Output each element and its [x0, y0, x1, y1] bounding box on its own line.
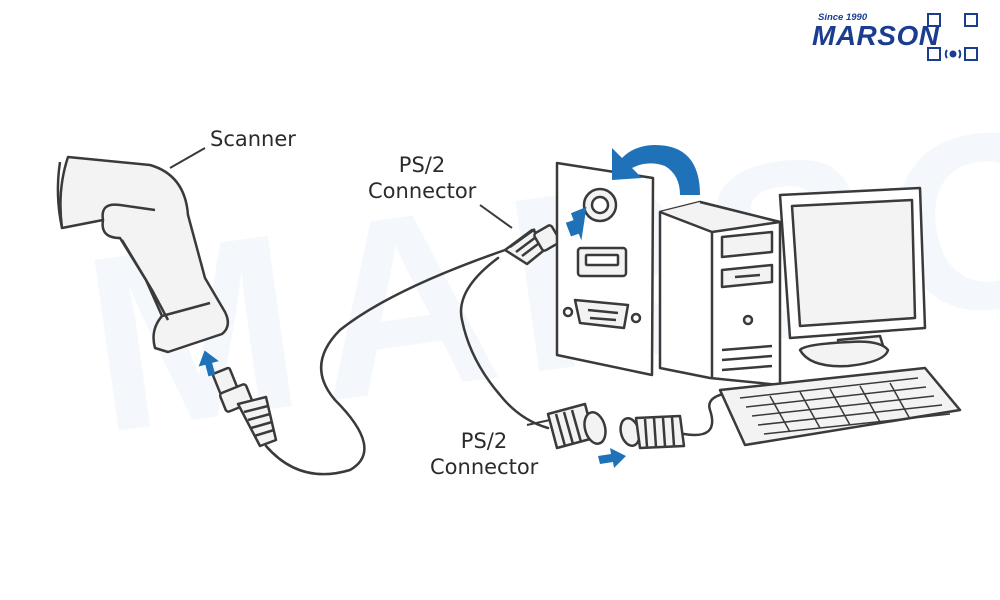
ps2-connector-bottom: [546, 402, 686, 450]
arrow-right-icon: [565, 206, 587, 241]
direction-arrows: [198, 145, 700, 468]
ps2-connector-bottom-label-line1: PS/2: [460, 429, 508, 453]
arrow-up-icon: [198, 350, 219, 377]
monitor: [778, 186, 927, 368]
ps2-connector-top: [503, 224, 561, 266]
brand-tagline: Since 1990: [818, 12, 868, 23]
scanner-illustration: [56, 155, 230, 354]
ps2-connector-top-label: PS/2 Connector: [368, 152, 476, 204]
leader-lines: [169, 147, 551, 426]
ps2-connector-bottom-label: PS/2 Connector: [430, 428, 538, 480]
io-panel: [555, 161, 655, 377]
pc-tower: [658, 200, 782, 387]
logo-icons: [927, 13, 978, 61]
rotate-arrow-icon: [612, 145, 700, 195]
keyboard: [718, 366, 962, 447]
arrow-right-icon: [598, 448, 626, 468]
ps2-connector-bottom-label-line2: Connector: [430, 455, 539, 479]
scanner-plug: [211, 366, 278, 448]
brand-logo-text: MARSON: [812, 20, 940, 51]
ps2-connector-top-label-line1: PS/2: [398, 153, 446, 177]
wireless-icon: [949, 50, 957, 58]
qr-icon: [927, 13, 941, 27]
scanner-label: Scanner: [210, 127, 296, 151]
ps2-connector-top-label-line2: Connector: [368, 179, 477, 203]
cables: [264, 248, 737, 476]
serial-port: [573, 298, 630, 330]
